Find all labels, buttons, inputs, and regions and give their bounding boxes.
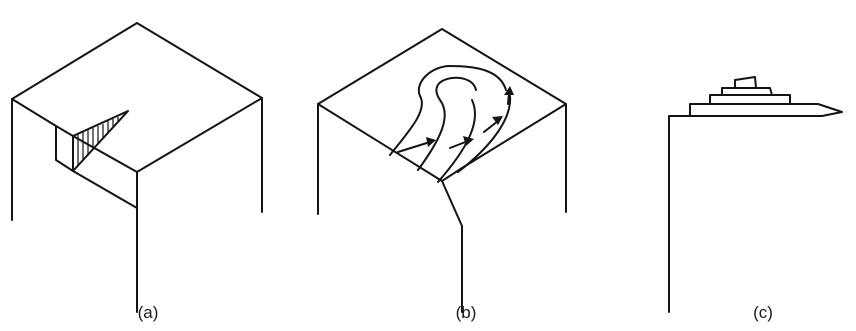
- panel-c-terrace-4: [735, 77, 756, 88]
- panel-b-spiral-step-4: [458, 96, 510, 172]
- panel-a-diagram: [12, 23, 262, 312]
- panel-b-growth-arrows: [398, 86, 514, 152]
- panel-a-top-face: [12, 23, 262, 172]
- panel-b-spiral-step-2: [418, 78, 476, 170]
- panel-b-label: (b): [456, 303, 477, 322]
- panel-a-step-edge: [56, 126, 73, 171]
- panel-c-block-outline: [669, 116, 822, 312]
- panel-a-lower-edge: [73, 171, 137, 208]
- panel-c-terrace-2: [710, 95, 790, 104]
- panel-c-diagram: [669, 77, 842, 312]
- panel-c-terrace-3: [722, 88, 772, 95]
- panel-c-label: (c): [753, 303, 773, 322]
- panel-b-diagram: [318, 29, 566, 312]
- panel-b-vertical-edges: [318, 104, 566, 312]
- panel-a-vertical-edges: [12, 98, 262, 312]
- panel-a-label: (a): [138, 303, 159, 322]
- panel-c-terrace-1: [690, 104, 842, 116]
